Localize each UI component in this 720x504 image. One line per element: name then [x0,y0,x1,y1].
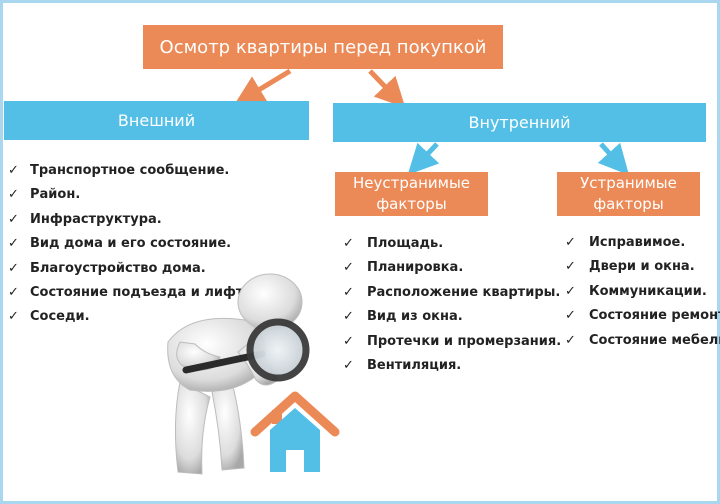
list-item: ✓Планировка. [343,260,464,276]
person-with-magnifier-icon [167,273,310,475]
nonfixable-label-line2: факторы [376,195,447,213]
check-icon: ✓ [8,187,19,203]
list-item: ✓Состояние мебели. [565,332,720,348]
nonfixable-factors-list: ✓Площадь. ✓Планировка. ✓Расположение ква… [343,236,561,382]
nonfixable-label-line1: Неустранимые [352,174,471,192]
list-item: ✓Исправимое. [565,235,686,250]
list-item: ✓Вид дома и его состояние. [8,236,232,252]
check-icon: ✓ [8,211,19,227]
check-icon: ✓ [8,284,19,300]
outer-category-box: Внешний [4,101,309,140]
list-item: ✓Район. [8,187,81,203]
arrow-to-fixable [597,142,630,176]
list-item: ✓Расположение квартиры. [343,284,561,300]
check-icon: ✓ [565,259,576,275]
check-icon: ✓ [8,309,19,325]
nonfixable-factors-box: Неустранимые факторы [335,172,488,216]
list-item: ✓Площадь. [343,236,444,251]
check-icon: ✓ [565,308,576,324]
check-icon: ✓ [343,357,354,373]
check-icon: ✓ [8,236,19,252]
check-icon: ✓ [343,333,354,349]
list-item: ✓Состояние подъезда и лифта. [8,284,258,300]
check-icon: ✓ [343,284,354,300]
list-item: ✓Транспортное сообщение. [8,163,230,178]
check-icon: ✓ [565,332,576,348]
arrow-to-outer [234,68,292,105]
fixable-factors-box: Устранимые факторы [557,172,700,216]
list-item: ✓Коммуникации. [565,283,707,299]
check-icon: ✓ [8,163,19,178]
list-item: ✓Вид из окна. [343,309,463,325]
arrow-to-inner [368,69,406,108]
outer-factors-list: ✓Транспортное сообщение. ✓Район. ✓Инфрас… [8,163,257,334]
fixable-factors-list: ✓Исправимое. ✓Двери и окна. ✓Коммуникаци… [565,235,720,357]
title-box: Осмотр квартиры перед покупкой [143,25,503,69]
list-item: ✓Состояние ремонта. [565,308,720,324]
list-item: ✓Инфраструктура. [8,211,162,227]
outer-category-label: Внешний [117,111,196,130]
check-icon: ✓ [565,283,576,299]
illustration [167,273,340,475]
fixable-label-line1: Устранимые [580,174,677,192]
check-icon: ✓ [343,309,354,325]
list-item: ✓Благоустройство дома. [8,260,206,276]
check-icon: ✓ [8,260,19,276]
fixable-label-line2: факторы [593,195,664,213]
inner-category-label: Внутренний [468,113,571,132]
house-icon [250,391,340,472]
list-item: ✓Соседи. [8,309,90,325]
list-item: ✓Вентиляция. [343,357,462,373]
arrow-to-nonfixable [407,142,440,175]
check-icon: ✓ [343,236,354,251]
check-icon: ✓ [565,235,576,250]
inner-category-box: Внутренний [333,103,706,142]
list-item: ✓Двери и окна. [565,259,695,275]
check-icon: ✓ [343,260,354,276]
list-item: ✓Протечки и промерзания. [343,333,562,349]
page-title: Осмотр квартиры перед покупкой [159,36,487,58]
